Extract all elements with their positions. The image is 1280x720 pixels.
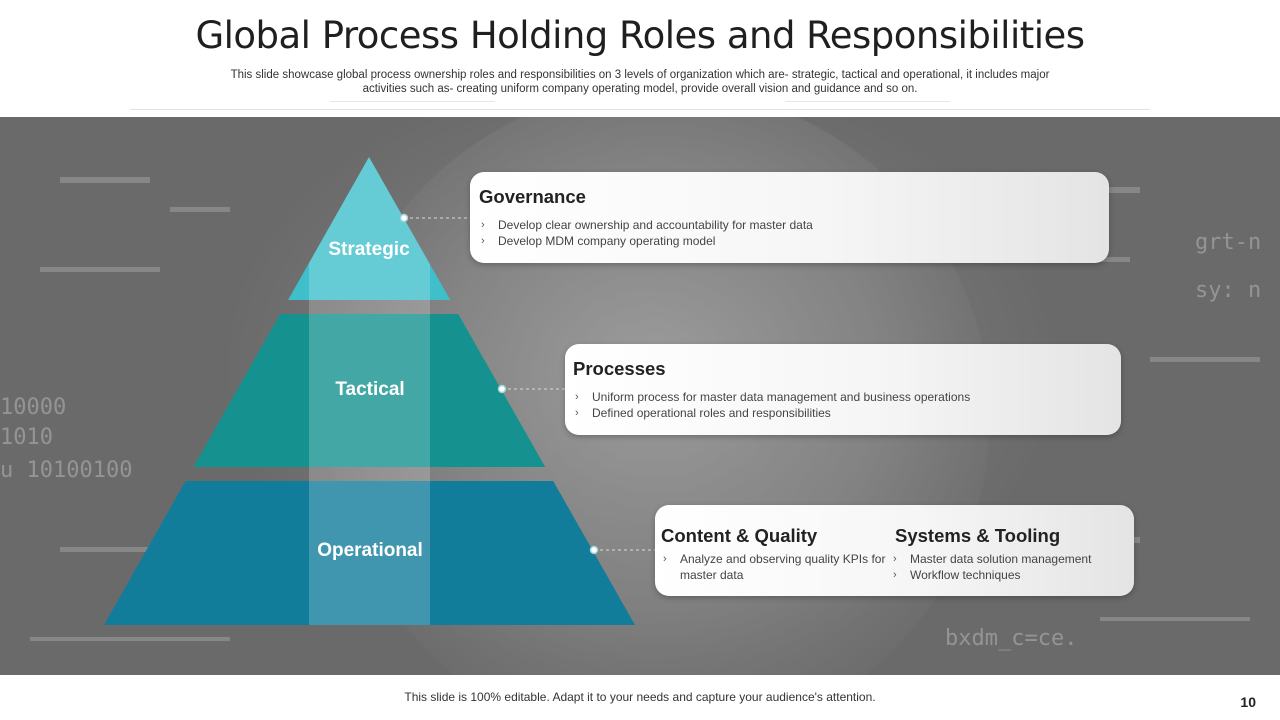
list-item: ›Develop MDM company operating model (481, 234, 716, 248)
chevron-right-icon: › (663, 553, 667, 565)
connector-dot-strategic (399, 213, 409, 223)
connector-dot-tactical (497, 384, 507, 394)
chevron-right-icon: › (575, 391, 579, 403)
header-divider (130, 109, 1150, 110)
svg-text:u 10100100: u 10100100 (0, 458, 132, 483)
list-item: ›Defined operational roles and responsib… (575, 406, 831, 420)
card-governance: Governance ›Develop clear ownership and … (470, 172, 1109, 263)
slide-title: Global Process Holding Roles and Respons… (195, 14, 1085, 57)
card-title-systems-tooling: Systems & Tooling (895, 525, 1061, 546)
chevron-right-icon: › (481, 235, 485, 247)
subtitle-underline-right (785, 101, 950, 102)
chevron-right-icon: › (575, 407, 579, 419)
list-governance: ›Develop clear ownership and accountabil… (479, 217, 1109, 249)
pyramid-level-operational (104, 481, 635, 625)
pyramid-diagram (104, 157, 655, 625)
slide-header (0, 0, 1280, 117)
connector-dot-operational (589, 545, 599, 555)
svg-text:sy: n: sy: n (1195, 278, 1261, 303)
page-number: 10 (1240, 694, 1256, 710)
list-processes: ›Uniform process for master data managem… (573, 389, 1121, 421)
chevron-right-icon: › (893, 569, 897, 581)
list-content-quality: ›Analyze and observing quality KPIs for … (661, 551, 891, 583)
column-content-quality: Content & Quality ›Analyze and observing… (661, 525, 891, 583)
card-processes: Processes ›Uniform process for master da… (565, 344, 1121, 435)
pyramid-center-band (309, 157, 430, 625)
column-systems-tooling: Systems & Tooling ›Master data solution … (891, 525, 1127, 583)
svg-text:grt-n: grt-n (1195, 230, 1261, 255)
level-label-operational: Operational (317, 540, 423, 561)
list-item: ›Workflow techniques (893, 568, 1021, 582)
list-item: ›Uniform process for master data managem… (575, 390, 971, 404)
svg-text:bxdm_c=ce.: bxdm_c=ce. (945, 626, 1077, 651)
card-title-content-quality: Content & Quality (661, 525, 818, 546)
chevron-right-icon: › (481, 219, 485, 231)
list-item: ›Analyze and observing quality KPIs for … (663, 552, 886, 582)
svg-text:10000: 10000 (0, 395, 66, 420)
card-operational: Content & Quality ›Analyze and observing… (655, 505, 1134, 596)
slide-subtitle: This slide showcase global process owner… (230, 69, 1050, 95)
footnote: This slide is 100% editable. Adapt it to… (404, 690, 876, 704)
subtitle-underline-left (330, 101, 495, 102)
chevron-right-icon: › (893, 553, 897, 565)
card-title-governance: Governance (479, 186, 586, 207)
slide-footer (0, 675, 1280, 720)
level-label-tactical: Tactical (335, 379, 405, 400)
list-systems-tooling: ›Master data solution management ›Workfl… (891, 551, 1127, 583)
svg-text:1010: 1010 (0, 425, 53, 450)
list-item: ›Master data solution management (893, 552, 1092, 566)
level-label-strategic: Strategic (328, 239, 410, 260)
list-item: ›Develop clear ownership and accountabil… (481, 218, 813, 232)
card-title-processes: Processes (573, 358, 666, 379)
